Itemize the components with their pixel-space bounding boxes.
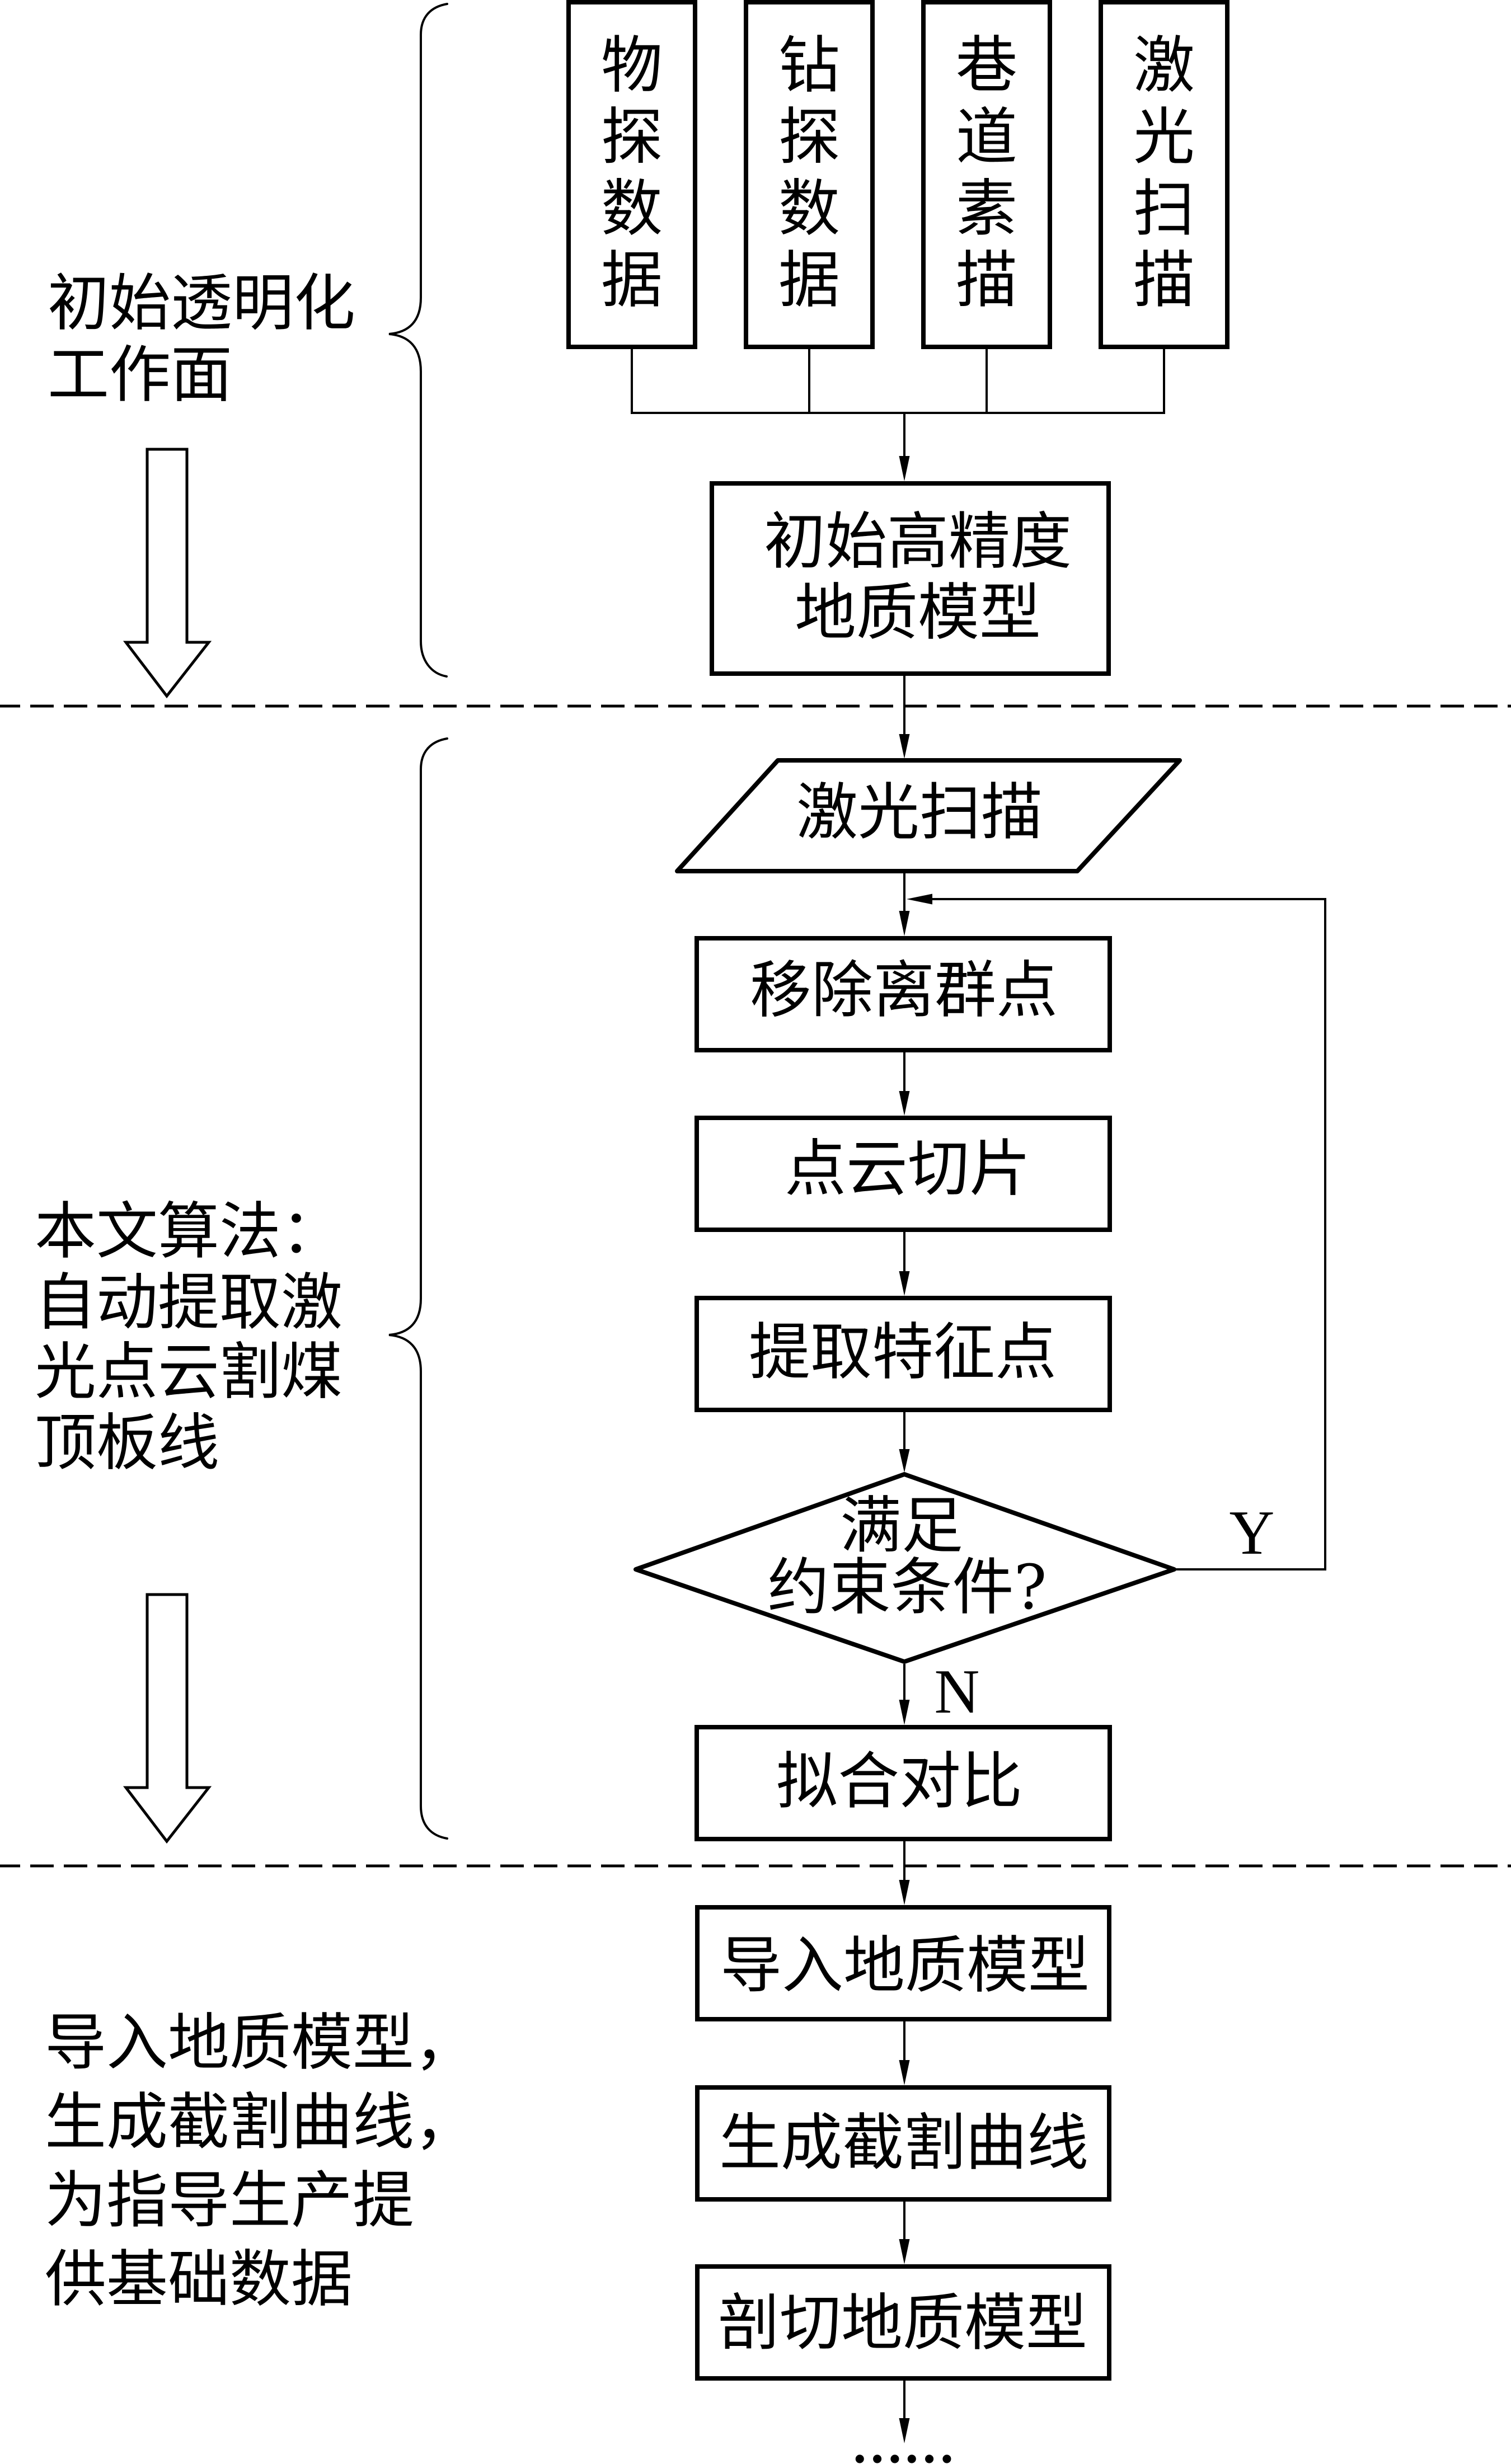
section-label-application-line-4: 供基础数据 — [45, 2244, 353, 2315]
decision-diamond — [634, 1472, 1176, 1664]
arrowhead-icon — [899, 1091, 910, 1116]
section-label-application-line-3: 为指导生产提 — [45, 2165, 414, 2236]
step-box-fit-compare — [695, 1725, 1112, 1841]
arrowhead-icon — [899, 2239, 910, 2264]
step-label-remove-outliers: 移除离群点 — [750, 954, 1058, 1026]
section-label-application-line-2: 生成截割曲线， — [45, 2086, 476, 2158]
section-label-algorithm-line-3: 光点云割煤 — [35, 1336, 342, 1408]
input-box-laser-scan — [1099, 0, 1230, 349]
initial-model-label-line-1: 初始高精度 — [764, 506, 1072, 577]
section-label-algorithm-line-1: 本文算法： — [35, 1196, 342, 1267]
step-box-point-cloud-slicing — [695, 1116, 1112, 1232]
arrowhead-icon — [899, 456, 910, 481]
input-label-drilling-data: 钻探数据 — [778, 30, 840, 316]
continuation-ellipsis: …… — [851, 2416, 955, 2464]
step-box-extract-features — [695, 1296, 1112, 1412]
section-label-algorithm-line-4: 顶板线 — [35, 1407, 219, 1479]
arrowhead-icon — [899, 1271, 910, 1296]
arrowhead-left-icon — [907, 894, 932, 905]
hollow-down-arrow-icon-1 — [123, 448, 212, 699]
step-label-import-model: 导入地质模型 — [720, 1930, 1090, 2001]
input-box-drilling-data — [744, 0, 875, 349]
scan-input-label: 激光扫描 — [796, 777, 1043, 848]
scan-input-parallelogram — [675, 758, 1182, 873]
step-box-remove-outliers — [695, 936, 1112, 1052]
decision-yes-label: Y — [1230, 1498, 1275, 1568]
step-label-extract-features: 提取特征点 — [749, 1316, 1057, 1388]
section-label-initial-line-2: 工作面 — [48, 339, 232, 411]
initial-model-box — [710, 481, 1111, 676]
step-label-point-cloud-slicing: 点云切片 — [785, 1133, 1031, 1205]
arrowhead-icon — [899, 1449, 910, 1473]
arrowhead-icon — [899, 911, 910, 936]
arrowhead-icon — [899, 1880, 910, 1905]
step-label-fit-compare: 拟合对比 — [776, 1746, 1022, 1817]
input-label-geophysical-data: 物探数据 — [601, 30, 663, 316]
decision-label-line-1: 满足 — [840, 1490, 963, 1562]
decision-label-line-2: 约束条件? — [767, 1551, 1047, 1623]
step-label-section-model: 剖切地质模型 — [718, 2287, 1087, 2359]
brace-initial-workface — [388, 3, 448, 678]
hollow-down-arrow-icon-2 — [123, 1593, 212, 1844]
arrowhead-icon — [899, 1700, 910, 1725]
decision-no-label: N — [935, 1657, 980, 1727]
section-label-initial-line-1: 初始透明化 — [48, 267, 355, 339]
step-box-generate-cutting-curve — [695, 2085, 1111, 2202]
input-label-roadway-sketch: 巷道素描 — [956, 30, 1017, 316]
brace-algorithm — [388, 737, 448, 1840]
arrowhead-icon — [899, 2060, 910, 2085]
feedback-loop-line — [931, 898, 1326, 1570]
step-label-generate-cutting-curve: 生成截割曲线 — [719, 2107, 1088, 2179]
step-box-import-model — [695, 1905, 1111, 2021]
step-box-section-model — [695, 2264, 1111, 2381]
input-label-laser-scan: 激光扫描 — [1133, 30, 1195, 316]
section-label-algorithm-line-2: 自动提取激 — [35, 1267, 342, 1338]
input-box-geophysical-data — [566, 0, 697, 349]
section-label-application-line-1: 导入地质模型， — [45, 2007, 476, 2079]
arrowhead-icon — [899, 734, 910, 759]
input-box-roadway-sketch — [921, 0, 1052, 349]
initial-model-label-line-2: 地质模型 — [795, 577, 1041, 648]
arrowhead-icon — [899, 2418, 910, 2443]
